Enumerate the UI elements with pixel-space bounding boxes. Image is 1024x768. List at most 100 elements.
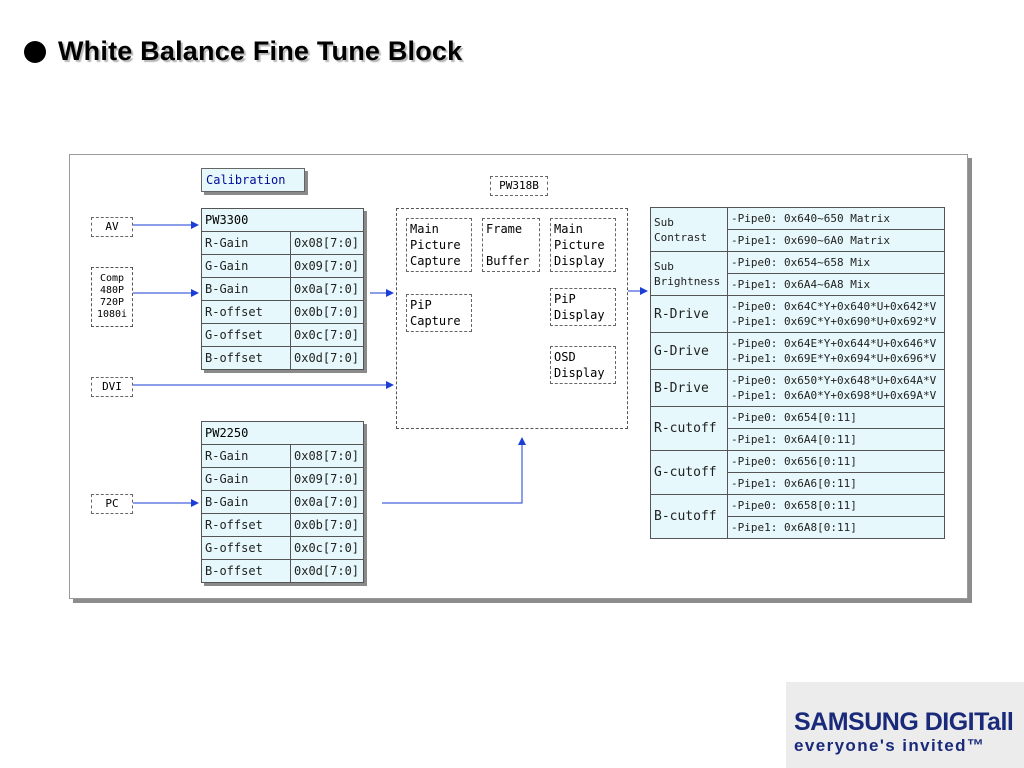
main-capture-block: Main Picture Capture bbox=[406, 218, 472, 272]
title-row: White Balance Fine Tune Block bbox=[24, 36, 462, 67]
input-pc: PC bbox=[91, 494, 133, 514]
reg-pipes: -Pipe0: 0x650*Y+0x648*U+0x64A*V -Pipe1: 0… bbox=[727, 369, 945, 407]
reg-addr: 0x0b[7:0] bbox=[290, 300, 364, 324]
reg-addr: 0x0d[7:0] bbox=[290, 559, 364, 583]
reg-pipes: -Pipe0: 0x64E*Y+0x644*U+0x646*V -Pipe1: 0… bbox=[727, 332, 945, 370]
reg-pipe1: -Pipe1: 0x69E*Y+0x694*U+0x696*V bbox=[731, 352, 937, 365]
reg-pipe1: -Pipe1: 0x6A0*Y+0x698*U+0x69A*V bbox=[731, 389, 937, 402]
input-dvi: DVI bbox=[91, 377, 133, 397]
reg-addr: 0x0c[7:0] bbox=[290, 323, 364, 347]
reg-name: B-Gain bbox=[201, 277, 291, 301]
reg-addr: 0x08[7:0] bbox=[290, 444, 364, 468]
reg-addr: 0x0d[7:0] bbox=[290, 346, 364, 370]
reg-name: B-offset bbox=[201, 559, 291, 583]
reg-name: G-offset bbox=[201, 323, 291, 347]
table-row: -Pipe1: 0x6A4[0:11] bbox=[651, 428, 945, 451]
reg-name: B-Gain bbox=[201, 490, 291, 514]
pip-capture-block: PiP Capture bbox=[406, 294, 472, 332]
reg-pipe1: -Pipe1: 0x6A4~6A8 Mix bbox=[727, 273, 945, 296]
calibration-label: Calibration bbox=[201, 168, 305, 192]
reg-addr: 0x09[7:0] bbox=[290, 467, 364, 491]
reg-group-name: G-cutoff bbox=[650, 450, 728, 495]
reg-addr: 0x09[7:0] bbox=[290, 254, 364, 278]
table-row: G-Drive -Pipe0: 0x64E*Y+0x644*U+0x646*V-… bbox=[650, 332, 945, 370]
reg-addr: 0x0a[7:0] bbox=[290, 490, 364, 514]
reg-pipe0: -Pipe0: 0x640~650 Matrix bbox=[727, 207, 945, 230]
frame-buffer-block: Frame Buffer bbox=[482, 218, 540, 272]
reg-pipe0: -Pipe0: 0x64E*Y+0x644*U+0x646*V bbox=[731, 337, 937, 350]
samsung-logo: SAMSUNG DIGITall everyone's invited™ bbox=[786, 682, 1024, 768]
pw318b-block bbox=[396, 208, 628, 429]
page-title: White Balance Fine Tune Block bbox=[58, 36, 463, 66]
register-map-table: Sub Contrast -Pipe0: 0x640~650 Matrix -P… bbox=[650, 207, 945, 539]
table-row: -Pipe1: 0x6A8[0:11] bbox=[651, 516, 945, 539]
reg-name: R-offset bbox=[201, 513, 291, 537]
table-row: PW3300 bbox=[201, 208, 364, 232]
reg-name: G-Gain bbox=[201, 254, 291, 278]
comp-line-2: 480P bbox=[99, 285, 125, 296]
comp-line-4: 1080i bbox=[96, 309, 128, 320]
input-comp: Comp 480P 720P 1080i bbox=[91, 267, 133, 327]
reg-name: R-Gain bbox=[201, 444, 291, 468]
comp-line-1: Comp bbox=[99, 273, 125, 284]
reg-pipe0: -Pipe0: 0x64C*Y+0x640*U+0x642*V bbox=[731, 300, 937, 313]
input-av: AV bbox=[91, 217, 133, 237]
reg-addr: 0x0c[7:0] bbox=[290, 536, 364, 560]
main-display-block: Main Picture Display bbox=[550, 218, 616, 272]
reg-pipe0: -Pipe0: 0x656[0:11] bbox=[727, 450, 945, 473]
table-row: R-cutoff -Pipe0: 0x654[0:11] bbox=[650, 406, 945, 451]
reg-group-name: Sub Contrast bbox=[650, 207, 728, 252]
arrow-pw2250 bbox=[382, 437, 526, 504]
osd-display-block: OSD Display bbox=[550, 346, 616, 384]
logo-brand: SAMSUNG DIGITall bbox=[794, 708, 1014, 736]
reg-pipe1: -Pipe1: 0x6A8[0:11] bbox=[727, 516, 945, 539]
reg-pipe0: -Pipe0: 0x658[0:11] bbox=[727, 494, 945, 517]
reg-addr: 0x0a[7:0] bbox=[290, 277, 364, 301]
reg-pipe1: -Pipe1: 0x6A6[0:11] bbox=[727, 472, 945, 495]
reg-name: R-offset bbox=[201, 300, 291, 324]
reg-pipe1: -Pipe1: 0x69C*Y+0x690*U+0x692*V bbox=[731, 315, 937, 328]
table-row: PW2250 bbox=[201, 421, 364, 445]
pw2250-header: PW2250 bbox=[201, 421, 364, 445]
reg-pipe0: -Pipe0: 0x650*Y+0x648*U+0x64A*V bbox=[731, 374, 937, 387]
reg-pipe0: -Pipe0: 0x654~658 Mix bbox=[727, 251, 945, 274]
comp-line-3: 720P bbox=[99, 297, 125, 308]
pw3300-header: PW3300 bbox=[201, 208, 364, 232]
reg-pipes: -Pipe0: 0x64C*Y+0x640*U+0x642*V -Pipe1: 0… bbox=[727, 295, 945, 333]
table-row: B-cutoff -Pipe0: 0x658[0:11] bbox=[650, 494, 945, 539]
reg-group-name: R-Drive bbox=[650, 295, 728, 333]
reg-name: B-offset bbox=[201, 346, 291, 370]
reg-group-name: G-Drive bbox=[650, 332, 728, 370]
logo-tagline: everyone's invited™ bbox=[794, 736, 986, 755]
pip-display-block: PiP Display bbox=[550, 288, 616, 326]
reg-name: R-Gain bbox=[201, 231, 291, 255]
table-row: B-Drive -Pipe0: 0x650*Y+0x648*U+0x64A*V-… bbox=[650, 369, 945, 407]
table-row: Sub Contrast -Pipe0: 0x640~650 Matrix bbox=[650, 207, 945, 252]
reg-pipe1: -Pipe1: 0x6A4[0:11] bbox=[727, 428, 945, 451]
reg-addr: 0x08[7:0] bbox=[290, 231, 364, 255]
reg-group-name: R-cutoff bbox=[650, 406, 728, 451]
reg-group-name: B-Drive bbox=[650, 369, 728, 407]
bullet-icon bbox=[24, 40, 46, 63]
reg-group-name: B-cutoff bbox=[650, 494, 728, 539]
reg-name: G-offset bbox=[201, 536, 291, 560]
reg-pipe1: -Pipe1: 0x690~6A0 Matrix bbox=[727, 229, 945, 252]
reg-group-name: Sub Brightness bbox=[650, 251, 728, 296]
table-row: Sub Brightness -Pipe0: 0x654~658 Mix bbox=[650, 251, 945, 296]
chip-label: PW318B bbox=[490, 176, 548, 196]
